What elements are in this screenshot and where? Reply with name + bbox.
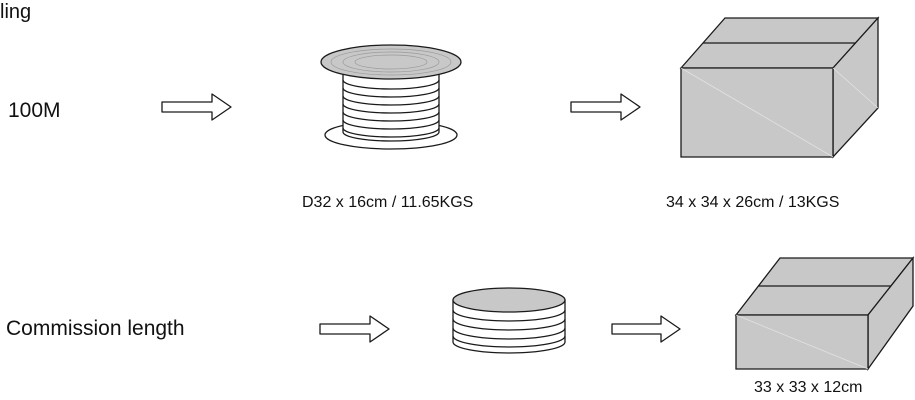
large-carton-icon bbox=[679, 16, 880, 159]
row-100m-label: 100M bbox=[8, 99, 61, 122]
cable-coil-icon bbox=[452, 287, 566, 354]
small-box-caption: 33 x 33 x 12cm bbox=[754, 379, 863, 396]
arrow-icon-3 bbox=[319, 315, 390, 343]
page-title-fragment: ling bbox=[0, 1, 32, 23]
cable-spool-icon bbox=[320, 44, 462, 150]
small-carton-icon bbox=[734, 256, 915, 372]
arrow-icon-4 bbox=[611, 315, 681, 343]
spool-caption: D32 x 16cm / 11.65KGS bbox=[302, 194, 474, 211]
row-commission-label: Commission length bbox=[6, 317, 185, 340]
large-box-caption: 34 x 34 x 26cm / 13KGS bbox=[666, 194, 840, 211]
arrow-icon-2 bbox=[570, 93, 641, 121]
arrow-icon-1 bbox=[161, 93, 232, 121]
